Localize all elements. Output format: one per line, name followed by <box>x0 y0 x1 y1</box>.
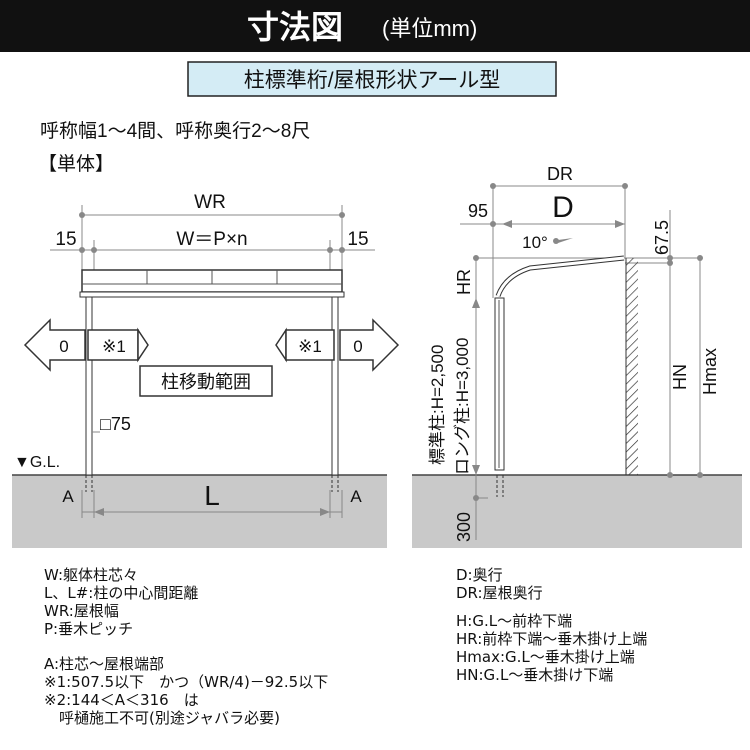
hr-label: HR <box>454 269 474 295</box>
right-arrow <box>339 318 400 372</box>
ground-side <box>412 475 742 548</box>
dr-label: DR <box>547 164 573 184</box>
legend-item: L、L#:柱の中心間距離 <box>44 584 199 602</box>
note-item: HN:G.L～垂木掛け下端 <box>456 666 614 684</box>
note-item: 呼樋施工不可(別途ジャバラ必要) <box>44 709 280 727</box>
move-range-label: 柱移動範囲 <box>161 372 251 392</box>
left-arrow <box>23 318 86 372</box>
left-offset: 15 <box>55 229 76 250</box>
long-post-height: ロング柱:H=3,000 <box>453 338 472 475</box>
legend-item: WR:屋根幅 <box>44 602 119 620</box>
legend-item: W:躯体柱芯々 <box>44 566 139 584</box>
embed-depth: 300 <box>454 512 474 542</box>
notes-left: A:柱芯～屋根端部※1:507.5以下 かつ（WR/4)－92.5以下※2:14… <box>44 655 328 727</box>
note-item: Hmax:G.L～垂木掛け上端 <box>456 648 635 666</box>
note-item: H:G.L～前枠下端 <box>456 612 573 630</box>
note-item: HR:前枠下端～垂木掛け上端 <box>456 630 648 648</box>
header-bar <box>0 0 750 52</box>
std-post-height: 標準柱:H=2,500 <box>428 345 447 465</box>
post-right <box>331 296 339 476</box>
right-zero: 0 <box>353 337 362 356</box>
legend-item: D:奥行 <box>456 566 503 584</box>
overhang-label: 95 <box>468 201 488 221</box>
a-left: A <box>62 487 74 506</box>
right-offset: 15 <box>347 229 368 250</box>
right-note: ※1 <box>298 337 322 356</box>
l-label: L <box>204 480 220 511</box>
front-view: WR 15 W＝P×n 15 0 ※1 ※1 0 柱移動範囲 □75 ▼G.L.… <box>12 192 400 548</box>
wall <box>626 258 638 475</box>
post-size: □75 <box>100 414 131 434</box>
a-right: A <box>350 487 362 506</box>
unit-label: (単位mm) <box>382 16 477 41</box>
subtitle-box <box>187 61 557 97</box>
d-label: D <box>552 191 574 224</box>
side-view: DR 95 D 10° 67.5 HR 標準柱:H=2,500 ロング柱:H=3… <box>412 164 742 548</box>
wr-label: WR <box>194 192 226 213</box>
w-formula: W＝P×n <box>176 229 247 250</box>
note-item: ※1:507.5以下 かつ（WR/4)－92.5以下 <box>44 673 329 691</box>
left-zero: 0 <box>59 337 68 356</box>
section-label: 【単体】 <box>38 153 114 175</box>
page-title: 寸法図 <box>247 9 343 45</box>
note-item: ※2:144＜A＜316 は <box>44 691 199 709</box>
subtitle: 柱標準桁/屋根形状アール型 <box>244 69 501 92</box>
left-note: ※1 <box>102 337 126 356</box>
legend-item: DR:屋根奥行 <box>456 584 543 602</box>
gl-label: ▼G.L. <box>14 454 60 471</box>
post-left <box>85 296 93 476</box>
hmax-label: Hmax <box>700 348 720 395</box>
angle-label: 10° <box>522 233 548 252</box>
top-offset: 67.5 <box>652 220 672 255</box>
hn-label: HN <box>670 364 690 390</box>
legend-item: P:垂木ピッチ <box>44 620 134 638</box>
range-text: 呼称幅1～4間、呼称奥行2～8尺 <box>40 120 310 142</box>
note-item: A:柱芯～屋根端部 <box>44 655 165 673</box>
